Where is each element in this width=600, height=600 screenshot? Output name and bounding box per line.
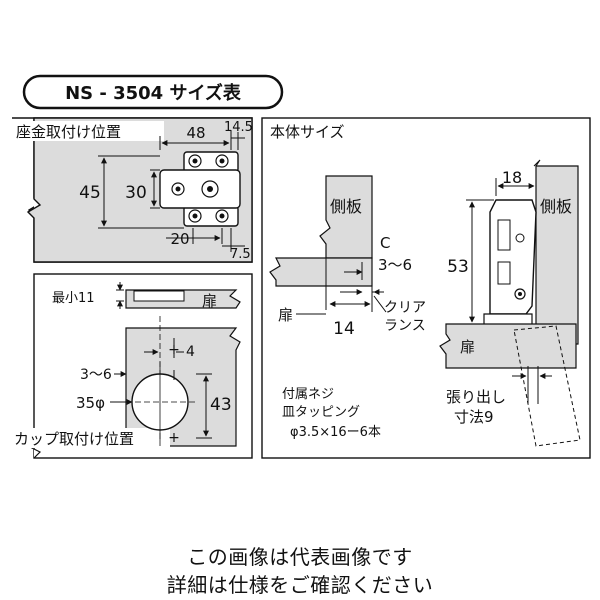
dim-48: 48 bbox=[186, 124, 205, 142]
caption-line-2: 詳細は仕様をご確認ください bbox=[166, 573, 434, 597]
cup-dim-35: 35φ bbox=[76, 394, 105, 412]
body-c-label: C bbox=[380, 234, 390, 252]
cup-dim-43: 43 bbox=[210, 395, 232, 415]
mount-plate-heading: 座金取付け位置 bbox=[16, 123, 121, 141]
svg-text:+: + bbox=[168, 342, 180, 358]
body-door-label-2: 扉 bbox=[460, 338, 475, 356]
hinge-body bbox=[483, 199, 537, 327]
clearance-label-2: ランス bbox=[384, 318, 426, 334]
cup-dim-4: 4 bbox=[186, 344, 195, 360]
dim-45: 45 bbox=[79, 183, 101, 203]
cup-min-label: 最小11 bbox=[52, 291, 95, 306]
clearance-label-1: クリア bbox=[384, 300, 426, 316]
dim-14-5: 14.5 bbox=[224, 120, 253, 135]
title-text: NS - 3504 サイズ表 bbox=[65, 82, 242, 104]
dim-20: 20 bbox=[170, 230, 189, 248]
dim-7-5: 7.5 bbox=[230, 247, 251, 262]
body-size-panel: 本体サイズ 側板 14 扉 C 3～6 クリア ランス 側板 bbox=[261, 117, 591, 459]
side-panel-label: 側板 bbox=[330, 197, 362, 216]
overhang-label-1: 張り出し bbox=[446, 388, 506, 406]
mount-plate-shape bbox=[159, 151, 241, 227]
cup-door-label: 扉 bbox=[202, 292, 217, 310]
body-dim-53: 53 bbox=[447, 257, 469, 277]
body-dim-14: 14 bbox=[333, 319, 355, 339]
body-heading: 本体サイズ bbox=[270, 123, 345, 141]
cup-dim-3-6: 3～6 bbox=[80, 367, 112, 383]
dim-30: 30 bbox=[125, 183, 147, 203]
caption-line-1: この画像は代表画像です bbox=[187, 545, 413, 569]
svg-text:+: + bbox=[168, 430, 180, 446]
mount-plate-panel: 座金取付け位置 bbox=[12, 117, 253, 263]
screw-label-3: φ3.5×16ー6本 bbox=[290, 425, 381, 440]
cup-heading: カップ取付け位置 bbox=[14, 430, 134, 448]
side-panel-label-2: 側板 bbox=[540, 197, 572, 216]
screw-label-1: 付属ネジ bbox=[282, 387, 334, 402]
body-dim-3-6: 3～6 bbox=[378, 256, 412, 274]
screw-label-2: 皿タッピング bbox=[282, 405, 360, 420]
body-dim-18: 18 bbox=[502, 168, 522, 187]
body-door-label: 扉 bbox=[278, 306, 293, 324]
cup-panel: 最小11 扉 カップ取付け位置 + + 4 3～6 35φ 43 bbox=[14, 273, 253, 459]
overhang-label-2: 寸法9 bbox=[454, 408, 494, 426]
mount-plate-dimensions bbox=[98, 130, 245, 252]
title-badge: NS - 3504 サイズ表 bbox=[22, 74, 284, 110]
